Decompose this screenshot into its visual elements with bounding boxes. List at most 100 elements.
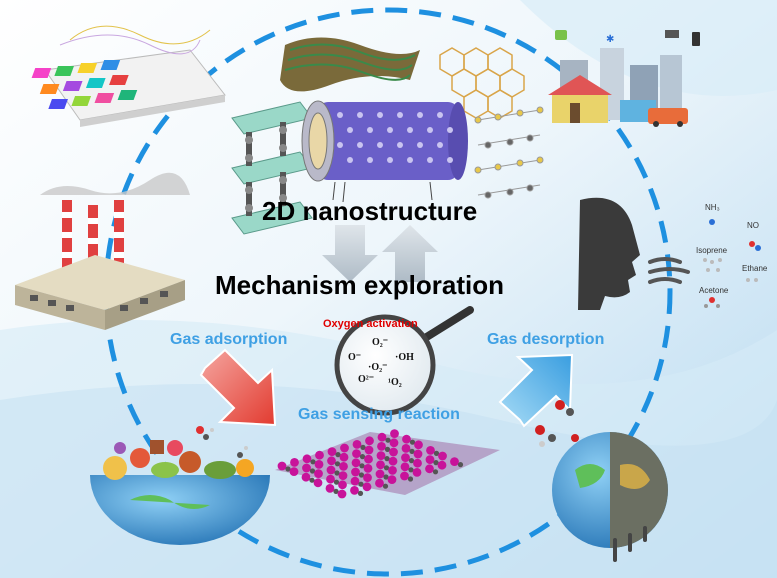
lattice-atom-small	[360, 444, 366, 450]
lattice-atom	[375, 469, 385, 479]
lattice-atom-small	[432, 469, 439, 475]
lattice-atom-small	[333, 488, 339, 494]
lattice-atom	[314, 469, 323, 478]
lattice-atom-small	[433, 460, 439, 466]
lattice-atom	[377, 442, 386, 451]
lattice-atom-small	[457, 462, 464, 468]
lattice-atom	[338, 471, 348, 480]
lattice-atom	[302, 463, 311, 473]
lattice-atom	[313, 478, 323, 488]
lattice-atom	[364, 445, 374, 455]
lattice-atom	[401, 444, 411, 453]
lattice-atom	[450, 457, 459, 466]
lattice-atom-small	[310, 459, 316, 465]
species-o2-2minus: O²⁻	[358, 374, 375, 385]
lattice-atom-small	[309, 468, 316, 474]
label-acetone: Acetone	[699, 286, 729, 295]
lattice-atom-small	[384, 446, 391, 452]
lattice-atom	[363, 473, 372, 482]
lattice-atom	[340, 443, 349, 453]
lattice-atom	[413, 449, 423, 459]
svg-text:✱: ✱	[606, 34, 614, 45]
breath-molecule-graphics	[703, 219, 761, 308]
gas-desorption-label: Gas desorption	[487, 331, 605, 348]
species-o-minus: O⁻	[348, 352, 362, 363]
lattice-atom	[377, 432, 387, 442]
sensor-array-icon	[31, 25, 226, 127]
lattice-atom-small	[384, 456, 390, 462]
lattice-atom	[314, 460, 324, 469]
lattice-atom	[365, 436, 374, 446]
2d-lattice-graphic	[275, 429, 500, 499]
lattice-atom	[402, 434, 411, 444]
gas-adsorption-label: Gas adsorption	[170, 331, 288, 348]
lattice-atom	[327, 456, 336, 466]
gas-sensing-reaction-label: Gas sensing reaction	[298, 406, 460, 423]
label-ethane: Ethane	[742, 264, 768, 273]
label-nh3: NH₃	[705, 203, 720, 212]
lattice-atom-small	[335, 452, 341, 458]
lattice-atom-small	[433, 450, 440, 456]
label-isoprene: Isoprene	[696, 246, 728, 255]
lattice-atom-small	[358, 481, 364, 487]
lattice-atom-small	[382, 483, 389, 489]
lattice-atom	[351, 467, 360, 477]
nanoscroll-icon	[301, 100, 468, 203]
factory-icon	[15, 172, 190, 330]
lattice-atom	[437, 460, 447, 470]
lattice-atom	[290, 458, 299, 467]
layered-framework-icon	[231, 101, 313, 235]
lattice-atom	[400, 462, 410, 472]
lattice-atom	[412, 468, 422, 477]
adsorption-arrow	[199, 348, 277, 427]
oxygen-activation-label: Oxygen activation	[323, 318, 418, 330]
food-earth-icon	[90, 440, 270, 545]
lattice-atom	[338, 480, 347, 490]
lattice-atom	[326, 474, 335, 484]
lattice-atom-small	[334, 461, 341, 467]
lattice-atom-small	[407, 476, 414, 482]
species-singlet-o2: ¹O₂	[388, 377, 402, 388]
desorption-arrow	[498, 353, 574, 428]
lattice-atom	[375, 478, 384, 488]
lattice-atom	[376, 460, 385, 470]
lattice-atom	[352, 440, 362, 449]
polluted-earth-icon	[552, 432, 668, 562]
lattice-atom-small	[359, 454, 366, 460]
lattice-atom	[413, 458, 422, 468]
lattice-atom	[390, 429, 399, 438]
species-oh: ·OH	[395, 352, 414, 363]
lattice-atom	[327, 447, 337, 456]
lattice-atom	[363, 464, 373, 473]
lattice-atom	[325, 484, 335, 493]
nanostructure-title: 2D nanostructure	[262, 196, 478, 226]
lattice-atom-small	[409, 439, 416, 445]
lattice-atom	[339, 452, 349, 462]
lattice-atom	[362, 482, 372, 492]
lattice-atom-small	[359, 463, 365, 469]
species-o2-minus: O₂⁻	[372, 337, 389, 348]
magnifier-icon	[334, 306, 474, 416]
lattice-atom	[352, 449, 361, 458]
lattice-atom	[277, 461, 287, 471]
mechanism-title: Mechanism exploration	[215, 270, 504, 300]
lattice-atom	[289, 467, 299, 476]
lattice-atom	[425, 464, 434, 474]
lattice-atom	[337, 489, 347, 499]
lattice-atom	[301, 472, 311, 482]
gas-molecules-right	[535, 400, 579, 447]
human-breath-icon	[578, 197, 690, 310]
lattice-atom-small	[285, 466, 291, 472]
down-arrow	[322, 225, 378, 282]
lattice-atom-small	[408, 458, 415, 464]
lattice-atom	[425, 455, 435, 464]
lattice-atom	[339, 462, 348, 471]
label-no: NO	[747, 221, 759, 230]
lattice-atom	[315, 450, 324, 460]
lattice-atom	[326, 465, 336, 475]
lattice-atom-small	[333, 479, 340, 485]
lattice-atom-small	[357, 490, 364, 496]
lattice-atom	[351, 458, 361, 468]
